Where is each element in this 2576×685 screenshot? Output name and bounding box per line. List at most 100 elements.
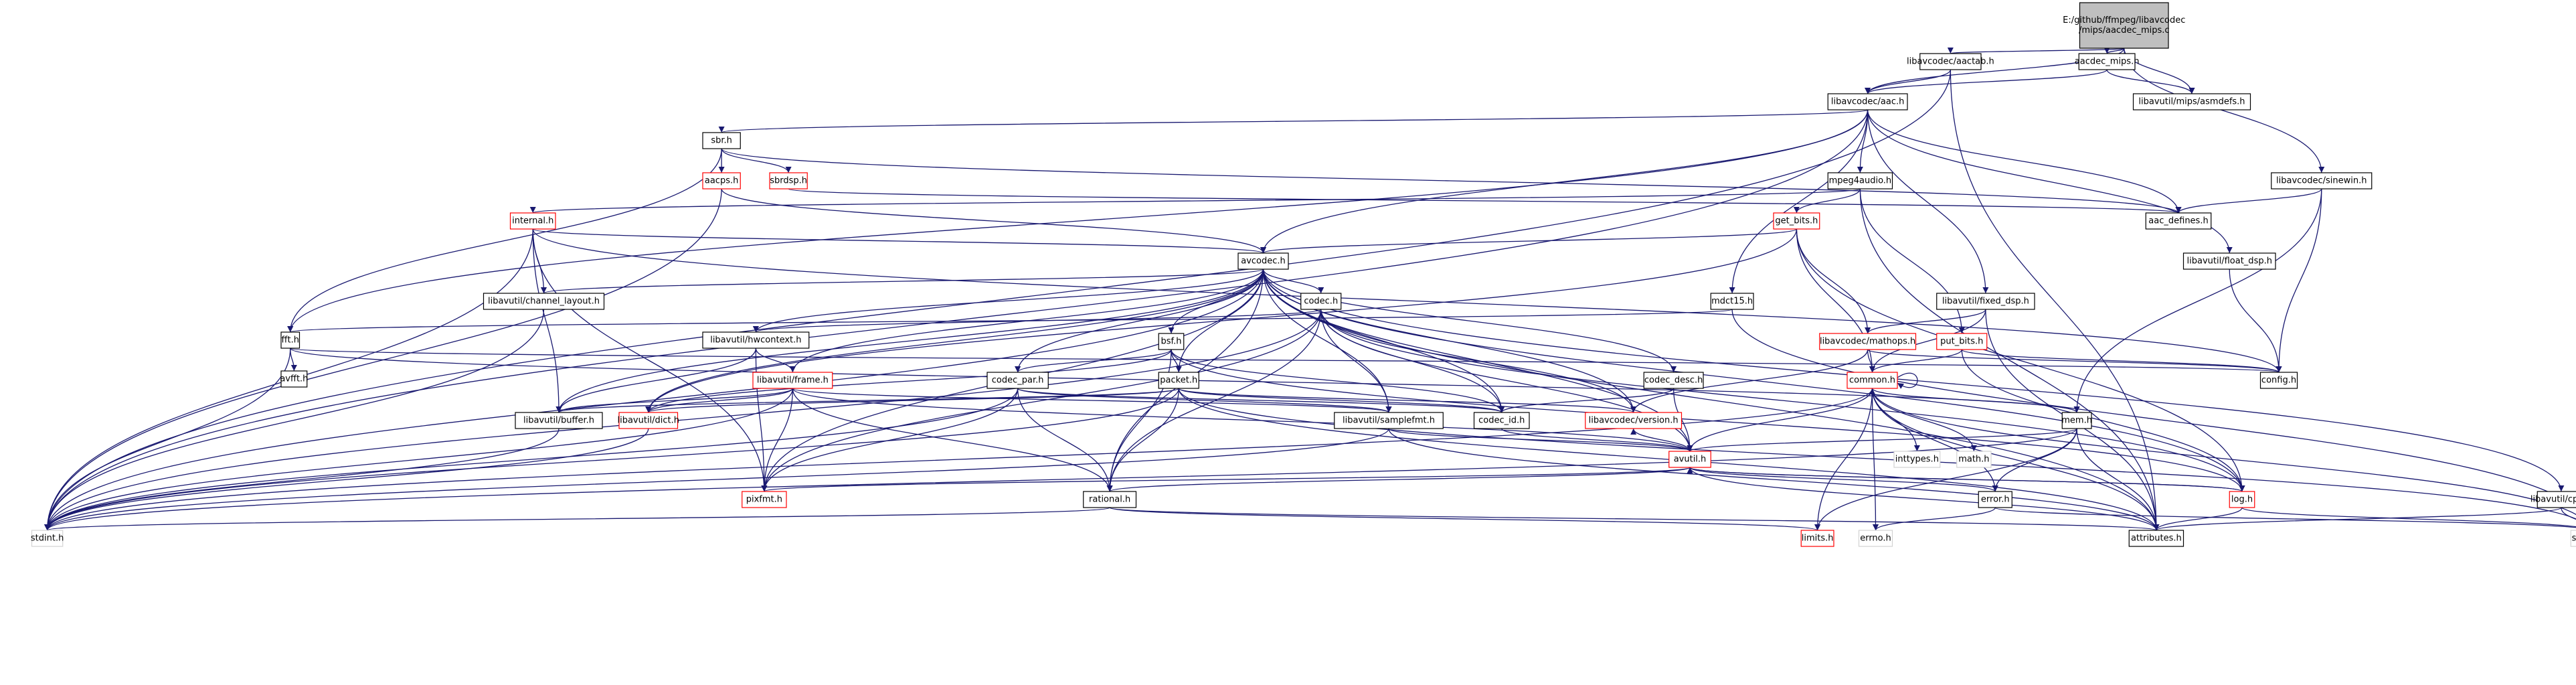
- node-mathops[interactable]: libavcodec/mathops.h: [1819, 333, 1917, 350]
- edge-packet-to-stdint: [44, 388, 1179, 531]
- node-samplefmt[interactable]: libavutil/samplefmt.h: [1334, 412, 1444, 429]
- node-avfft[interactable]: avfft.h: [280, 370, 308, 388]
- node-label: stdint.h: [31, 534, 64, 544]
- node-box: [280, 331, 300, 349]
- node-box: [752, 372, 833, 389]
- edge-codec-to-log: [1320, 309, 2245, 492]
- edge-sbr-to-aac_defines: [721, 148, 2182, 214]
- edge-codec-to-pixfmt: [761, 309, 1322, 492]
- node-buffer[interactable]: libavutil/buffer.h: [515, 412, 603, 429]
- node-pixfmt[interactable]: pixfmt.h: [742, 491, 787, 508]
- node-sinewin[interactable]: libavcodec/sinewin.h: [2271, 172, 2373, 189]
- edge-codec-to-stdint: [44, 309, 1322, 531]
- node-stddef[interactable]: stddef.h: [2570, 530, 2576, 547]
- node-packet[interactable]: packet.h: [1158, 372, 1199, 389]
- edge-codec_par-to-stdint: [44, 388, 1019, 531]
- node-label: bsf.h: [1161, 337, 1181, 347]
- node-label: libavutil/mips/asmdefs.h: [2138, 97, 2245, 107]
- node-limits[interactable]: limits.h: [1800, 530, 1834, 547]
- edge-put_bits-to-log: [1961, 349, 2245, 492]
- node-inttypes[interactable]: inttypes.h: [1893, 451, 1941, 468]
- edge-avcodec-to-codec: [1262, 269, 1324, 294]
- node-aac[interactable]: libavcodec/aac.h: [1827, 93, 1908, 110]
- edge-layer: [44, 47, 2576, 531]
- node-error[interactable]: error.h: [1978, 491, 2012, 508]
- node-attributes[interactable]: attributes.h: [2128, 530, 2184, 547]
- node-box: [1158, 372, 1199, 389]
- node-sbrdsp[interactable]: sbrdsp.h: [769, 172, 808, 189]
- node-label: internal.h: [512, 216, 553, 226]
- node-log[interactable]: log.h: [2229, 491, 2255, 508]
- node-mem[interactable]: mem.h: [2061, 412, 2092, 429]
- node-dict[interactable]: libavutil/dict.h: [617, 412, 679, 429]
- node-mpeg4audio[interactable]: mpeg4audio.h: [1827, 172, 1893, 189]
- node-stdint[interactable]: stdint.h: [31, 530, 64, 547]
- node-label: libavcodec/aactab.h: [1907, 57, 1994, 67]
- edge-root-to-sinewin: [2124, 48, 2325, 173]
- node-aac_defines[interactable]: aac_defines.h: [2145, 212, 2212, 230]
- node-asmdefs[interactable]: libavutil/mips/asmdefs.h: [2132, 93, 2251, 110]
- node-rational[interactable]: rational.h: [1083, 491, 1137, 508]
- node-internal[interactable]: internal.h: [509, 212, 556, 230]
- node-aacps[interactable]: aacps.h: [702, 172, 741, 189]
- node-version[interactable]: libavcodec/version.h: [1585, 412, 1683, 429]
- edge-bsf-to-rational: [1106, 349, 1172, 492]
- edge-error-to-stddef: [1994, 507, 2576, 528]
- node-errno[interactable]: errno.h: [1858, 530, 1893, 547]
- edge-get_bits-to-log: [1796, 228, 2245, 492]
- node-box: [618, 412, 679, 429]
- node-box: [1237, 252, 1289, 270]
- node-put_bits[interactable]: put_bits.h: [1936, 333, 1988, 350]
- node-label: attributes.h: [2131, 534, 2182, 544]
- edge-fixed_dsp-to-mathops: [1865, 309, 1986, 334]
- node-math[interactable]: math.h: [1956, 451, 1992, 468]
- node-box: [1710, 293, 1754, 310]
- node-config[interactable]: config.h: [2259, 372, 2298, 389]
- edge-frame-to-rational: [792, 388, 1113, 492]
- edge-codec_par-to-samplefmt: [1017, 388, 1392, 413]
- edge-root-to-aactab: [1948, 47, 2125, 54]
- edge-aac-to-sbr: [719, 109, 1869, 133]
- node-label: libavutil/samplefmt.h: [1343, 416, 1435, 426]
- node-fixed_dsp[interactable]: libavutil/fixed_dsp.h: [1936, 293, 2035, 310]
- node-hwcontext[interactable]: libavutil/hwcontext.h: [702, 331, 810, 349]
- node-layer: E:/github/ffmpeg/libavcodec/mips/aacdec_…: [31, 2, 2576, 547]
- edge-aac-to-mdct15: [1729, 109, 1869, 294]
- node-codec_desc[interactable]: codec_desc.h: [1643, 372, 1704, 389]
- edge-avcodec-to-channel_layout: [541, 269, 1264, 294]
- node-box: [1827, 93, 1908, 110]
- edge-common-to-stdint: [44, 388, 1873, 531]
- node-bsf[interactable]: bsf.h: [1158, 333, 1185, 350]
- node-codec_id[interactable]: codec_id.h: [1473, 412, 1530, 429]
- edge-bsf-to-codec_par: [1015, 349, 1172, 373]
- node-box: [1300, 293, 1342, 310]
- node-aactab[interactable]: libavcodec/aactab.h: [1907, 53, 1994, 70]
- node-box: [1936, 293, 2035, 310]
- edge-aactab-to-stdint: [44, 69, 1952, 531]
- node-aacdec_mips[interactable]: aacdec_mips.h: [2075, 53, 2140, 70]
- node-float_dsp[interactable]: libavutil/float_dsp.h: [2182, 252, 2276, 270]
- edge-avcodec-to-cpu: [1262, 269, 2565, 492]
- node-label: mpeg4audio.h: [1829, 176, 1892, 186]
- node-label: avfft.h: [280, 374, 308, 384]
- edge-codec_id-to-avutil: [1501, 428, 1693, 452]
- node-get_bits[interactable]: get_bits.h: [1773, 212, 1820, 230]
- node-avutil[interactable]: avutil.h: [1668, 451, 1711, 468]
- node-label: get_bits.h: [1775, 216, 1818, 226]
- node-label: aac_defines.h: [2148, 216, 2208, 226]
- node-label: codec_par.h: [992, 376, 1044, 386]
- node-frame[interactable]: libavutil/frame.h: [752, 372, 833, 389]
- node-channel_layout[interactable]: libavutil/channel_layout.h: [483, 293, 605, 310]
- node-common[interactable]: common.h: [1847, 372, 1898, 389]
- node-box: [483, 293, 605, 310]
- node-fft[interactable]: fft.h: [280, 331, 300, 349]
- node-codec_par[interactable]: codec_par.h: [986, 372, 1049, 389]
- node-codec[interactable]: codec.h: [1300, 293, 1342, 310]
- node-cpu[interactable]: libavutil/cpu.h: [2530, 491, 2576, 508]
- edge-sbrdsp-to-aac_defines: [788, 188, 2181, 214]
- node-sbr[interactable]: sbr.h: [702, 132, 741, 149]
- edge-common-to-attributes: [1871, 388, 2160, 531]
- node-avcodec[interactable]: avcodec.h: [1237, 252, 1289, 270]
- edge-avcodec-to-codec_desc: [1262, 269, 1677, 373]
- node-mdct15[interactable]: mdct15.h: [1710, 293, 1754, 310]
